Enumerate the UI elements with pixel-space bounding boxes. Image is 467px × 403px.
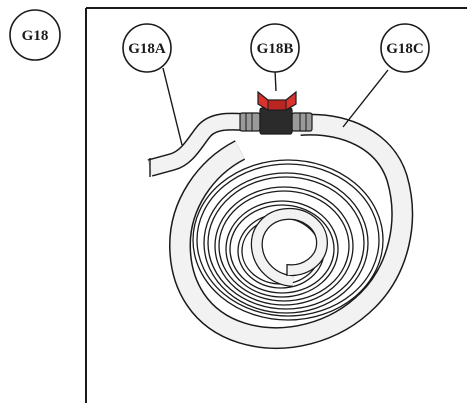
callout-g18a-label: G18A xyxy=(128,41,166,57)
figure-id-callout: G18 xyxy=(9,9,61,61)
leader-lines xyxy=(162,67,389,146)
tubing-coil xyxy=(168,113,414,349)
callout-g18c-label: G18C xyxy=(386,41,424,57)
shutoff-valve xyxy=(239,90,313,135)
figure-id-label: G18 xyxy=(22,28,49,44)
tube-free-end xyxy=(147,112,245,177)
callout-g18c: G18C xyxy=(380,23,430,73)
callout-g18b: G18B xyxy=(250,23,300,73)
callout-g18a: G18A xyxy=(122,23,172,73)
callout-g18b-label: G18B xyxy=(257,41,294,57)
panel-frame xyxy=(85,7,467,403)
